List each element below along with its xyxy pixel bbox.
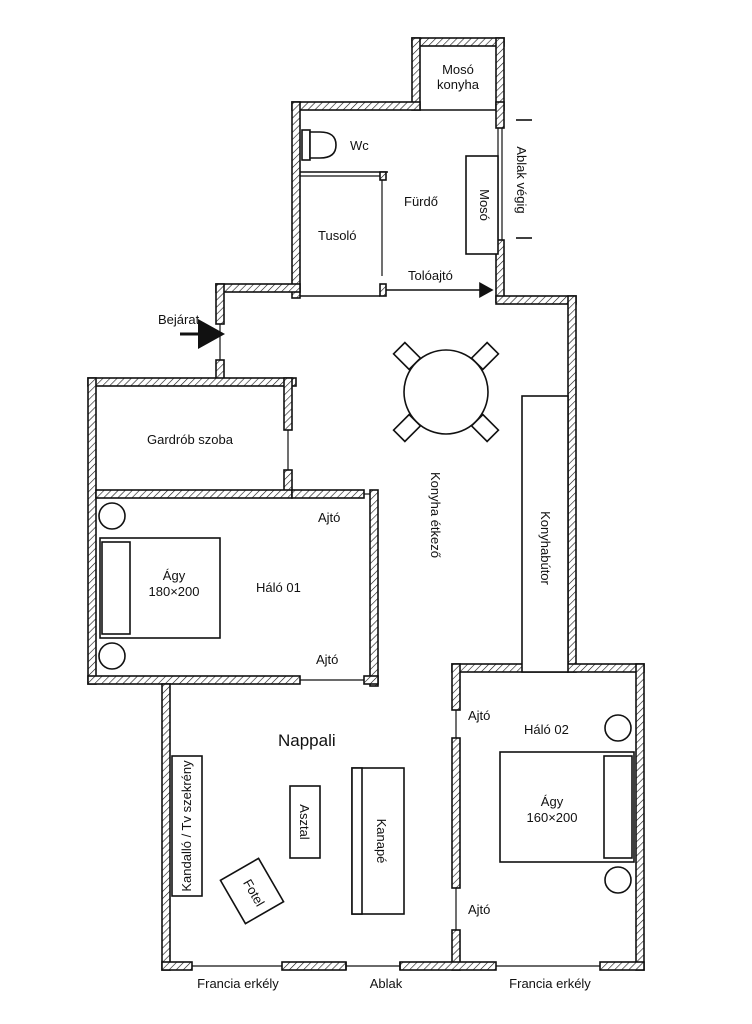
label-living-room: Nappali [278, 731, 336, 750]
bed-01 [99, 537, 221, 639]
sofa [351, 767, 405, 915]
label-bed-02-title: Ágy [541, 794, 564, 809]
label-wc: Wc [350, 138, 369, 153]
label-kitchen-dining: Konyha étkező [428, 472, 443, 558]
label-door-1: Ajtó [318, 510, 340, 525]
label-french-balcony-2: Francia erkély [509, 976, 591, 991]
label-table: Asztal [297, 804, 312, 840]
label-bedroom-01: Háló 01 [256, 580, 301, 595]
label-sliding-door: Tolóajtó [408, 268, 453, 283]
label-bathroom: Fürdő [404, 194, 438, 209]
kitchen-cabinets [521, 395, 569, 673]
label-laundry-1: Mosó [442, 62, 474, 77]
bed-02 [499, 751, 635, 863]
label-door-3: Ajtó [468, 708, 490, 723]
label-wardrobe: Gardrób szoba [147, 432, 234, 447]
walls [87, 37, 645, 971]
label-door-4: Ajtó [468, 902, 490, 917]
toilet-icon [301, 129, 337, 161]
label-door-2: Ajtó [316, 652, 338, 667]
dining-table-icon [392, 341, 500, 443]
label-bed-01-title: Ágy [163, 568, 186, 583]
coffee-table [289, 785, 321, 859]
label-bed-02-size: 160×200 [527, 810, 578, 825]
label-tv-cabinet: Kandalló / Tv szekrény [179, 760, 194, 892]
label-sofa: Kanapé [374, 819, 389, 864]
nightstand-icon [604, 866, 632, 894]
nightstand-icon [604, 714, 632, 742]
label-washer: Mosó [477, 189, 492, 221]
label-window: Ablak [370, 976, 403, 991]
label-kitchen-cabinets: Konyhabútor [538, 511, 553, 585]
label-bedroom-02: Háló 02 [524, 722, 569, 737]
washing-machine [465, 155, 499, 255]
tv-cabinet [171, 755, 203, 897]
nightstand-icon [98, 502, 126, 530]
label-shower: Tusoló [318, 228, 357, 243]
label-french-balcony-1: Francia erkély [197, 976, 279, 991]
label-bed-01-size: 180×200 [149, 584, 200, 599]
label-window-full: Ablak végig [514, 146, 529, 213]
label-entrance: Bejárat [158, 312, 200, 327]
label-laundry-2: konyha [437, 77, 480, 92]
nightstand-icon [98, 642, 126, 670]
armchair [219, 857, 285, 925]
